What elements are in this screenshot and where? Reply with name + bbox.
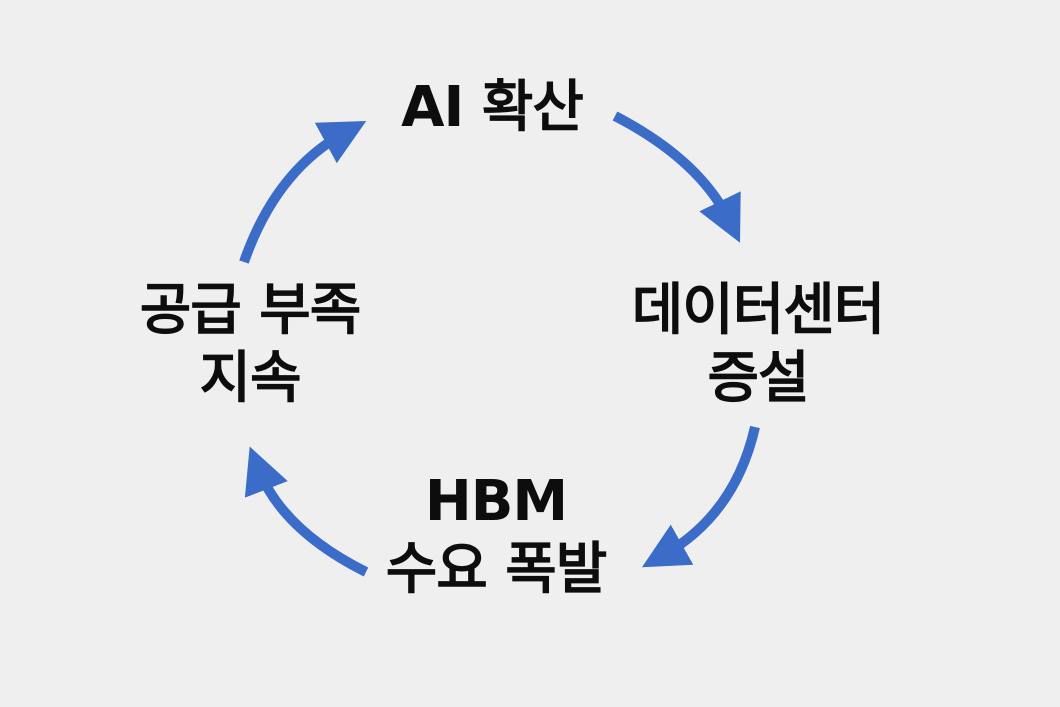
arrow-right-to-bottom: [641, 425, 760, 568]
arrow-left-to-top: [239, 121, 367, 264]
node-supply-shortage-line-2: 지속: [199, 346, 301, 412]
node-datacenter-expansion: 데이터센터 증설: [631, 277, 886, 414]
arrow-top-to-right: [612, 111, 741, 243]
node-ai-expansion: AI 확산: [401, 74, 584, 142]
node-hbm-demand-surge-line-1: HBM: [424, 469, 568, 534]
arrow-bottom-to-left: [244, 446, 369, 577]
node-supply-shortage: 공급 부족 지속: [139, 277, 362, 414]
node-hbm-demand-surge: HBM 수요 폭발: [385, 468, 608, 605]
node-datacenter-expansion-line-2: 증설: [707, 346, 809, 412]
node-hbm-demand-surge-line-2: 수요 폭발: [385, 537, 608, 603]
node-datacenter-expansion-line-1: 데이터센터: [631, 278, 886, 343]
node-ai-expansion-line-1: AI 확산: [401, 75, 584, 140]
node-supply-shortage-line-1: 공급 부족: [139, 278, 362, 343]
